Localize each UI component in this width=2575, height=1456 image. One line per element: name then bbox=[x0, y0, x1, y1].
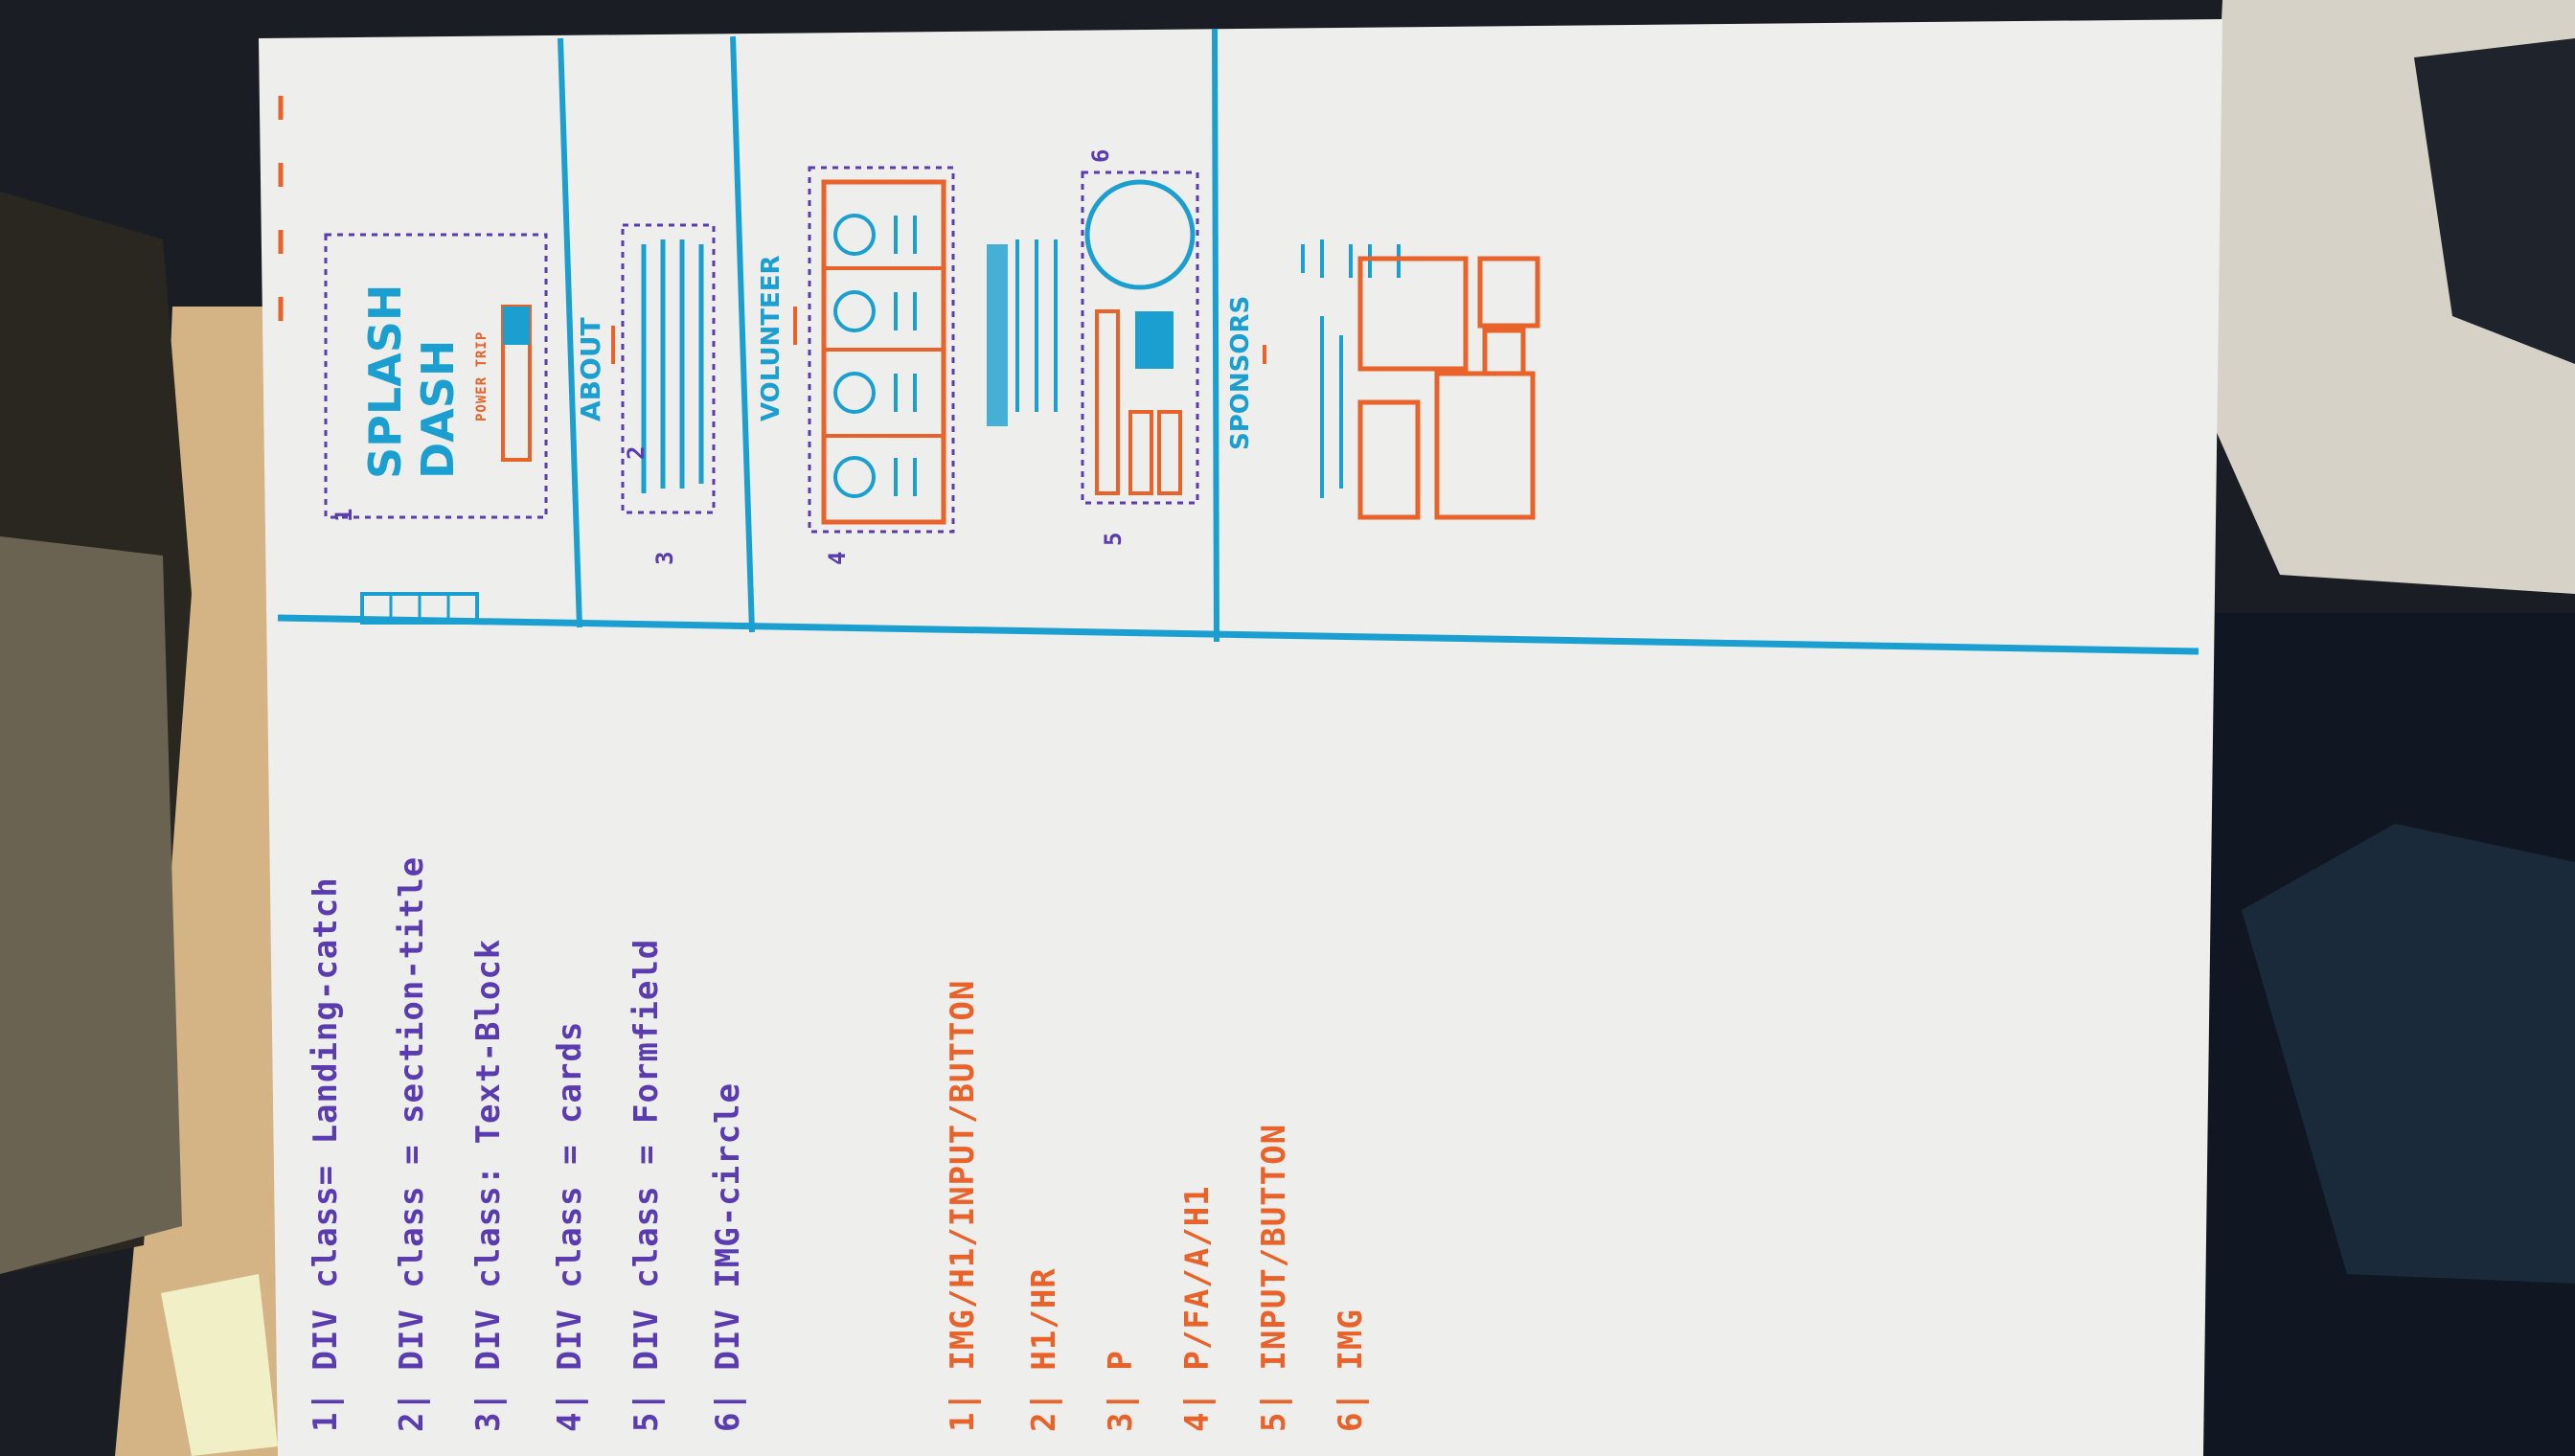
marker-1: 1 bbox=[330, 507, 357, 522]
element-note-3: 3| P bbox=[1102, 1350, 1140, 1432]
class-note-6: 6| DIV IMG-circle bbox=[709, 1082, 747, 1432]
section-volunteer-label: VOLUNTEER bbox=[757, 255, 786, 421]
marker-3: 3 bbox=[651, 550, 678, 565]
class-note-1: 1| DIV class= Landing-catch bbox=[307, 876, 345, 1432]
element-note-2: 2| H1/HR bbox=[1025, 1267, 1063, 1432]
marker-6: 6 bbox=[1087, 148, 1114, 163]
element-note-4: 4| P/FA/A/H1 bbox=[1178, 1185, 1217, 1432]
element-note-5: 5| INPUT/BUTTON bbox=[1255, 1123, 1293, 1432]
section-about-label: ABOUT bbox=[575, 317, 606, 421]
element-note-1: 1| IMG/H1/INPUT/BUTTON bbox=[944, 979, 982, 1432]
class-note-3: 3| DIV class: Text-Block bbox=[469, 938, 508, 1432]
sticky-note bbox=[161, 1274, 278, 1456]
element-note-6: 6| IMG bbox=[1332, 1308, 1370, 1432]
hero-title-2: DASH bbox=[412, 339, 464, 479]
hero-title-1: SPLASH bbox=[359, 284, 411, 479]
marker-2: 2 bbox=[623, 444, 649, 460]
marker-4: 4 bbox=[824, 550, 851, 565]
class-note-5: 5| DIV class = Formfield bbox=[627, 938, 666, 1432]
class-note-2: 2| DIV class = section-title bbox=[393, 855, 431, 1432]
marker-5: 5 bbox=[1100, 531, 1127, 546]
class-note-4: 4| DIV class = cards bbox=[551, 1020, 589, 1432]
hero-small-text: POWER TRIP bbox=[474, 330, 490, 421]
section-sponsors-label: SPONSORS bbox=[1226, 295, 1255, 450]
